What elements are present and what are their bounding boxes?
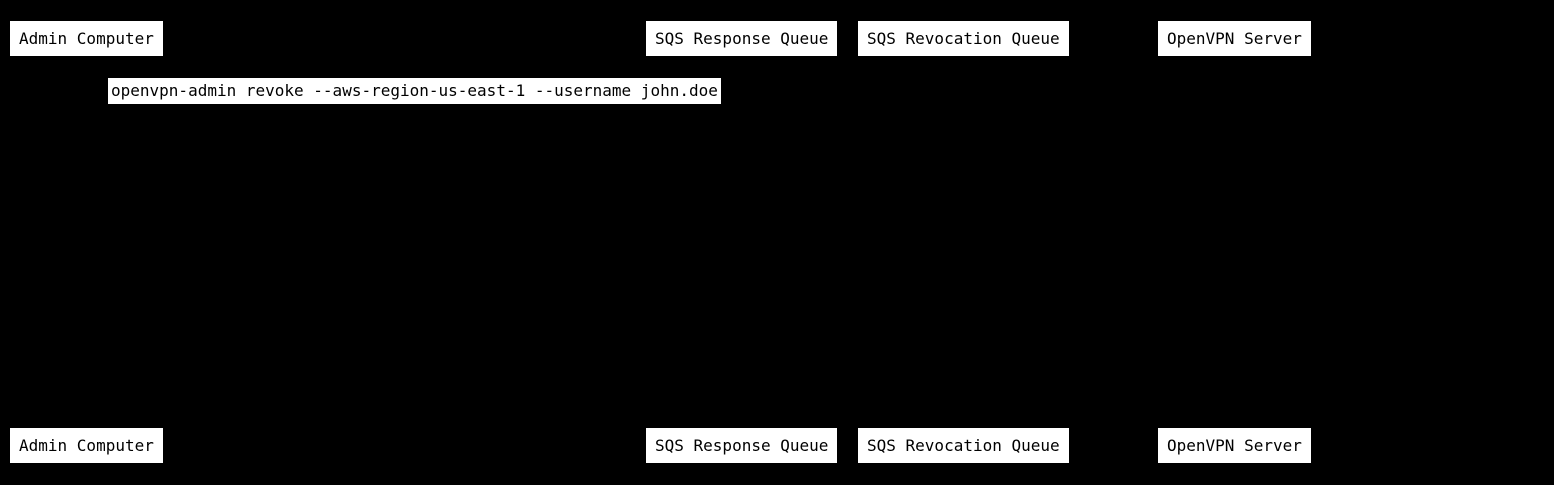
message-label-revoke-command: openvpn-admin revoke --aws-region-us-eas…: [108, 78, 721, 104]
participant-sqs-revocation-queue-top: SQS Revocation Queue: [858, 21, 1069, 56]
participant-admin-computer-top: Admin Computer: [10, 21, 163, 56]
participant-openvpn-server-top: OpenVPN Server: [1158, 21, 1311, 56]
participant-openvpn-server-bottom: OpenVPN Server: [1158, 428, 1311, 463]
participant-sqs-revocation-queue-bottom: SQS Revocation Queue: [858, 428, 1069, 463]
participant-sqs-response-queue-top: SQS Response Queue: [646, 21, 838, 56]
participant-admin-computer-bottom: Admin Computer: [10, 428, 163, 463]
participant-sqs-response-queue-bottom: SQS Response Queue: [646, 428, 838, 463]
